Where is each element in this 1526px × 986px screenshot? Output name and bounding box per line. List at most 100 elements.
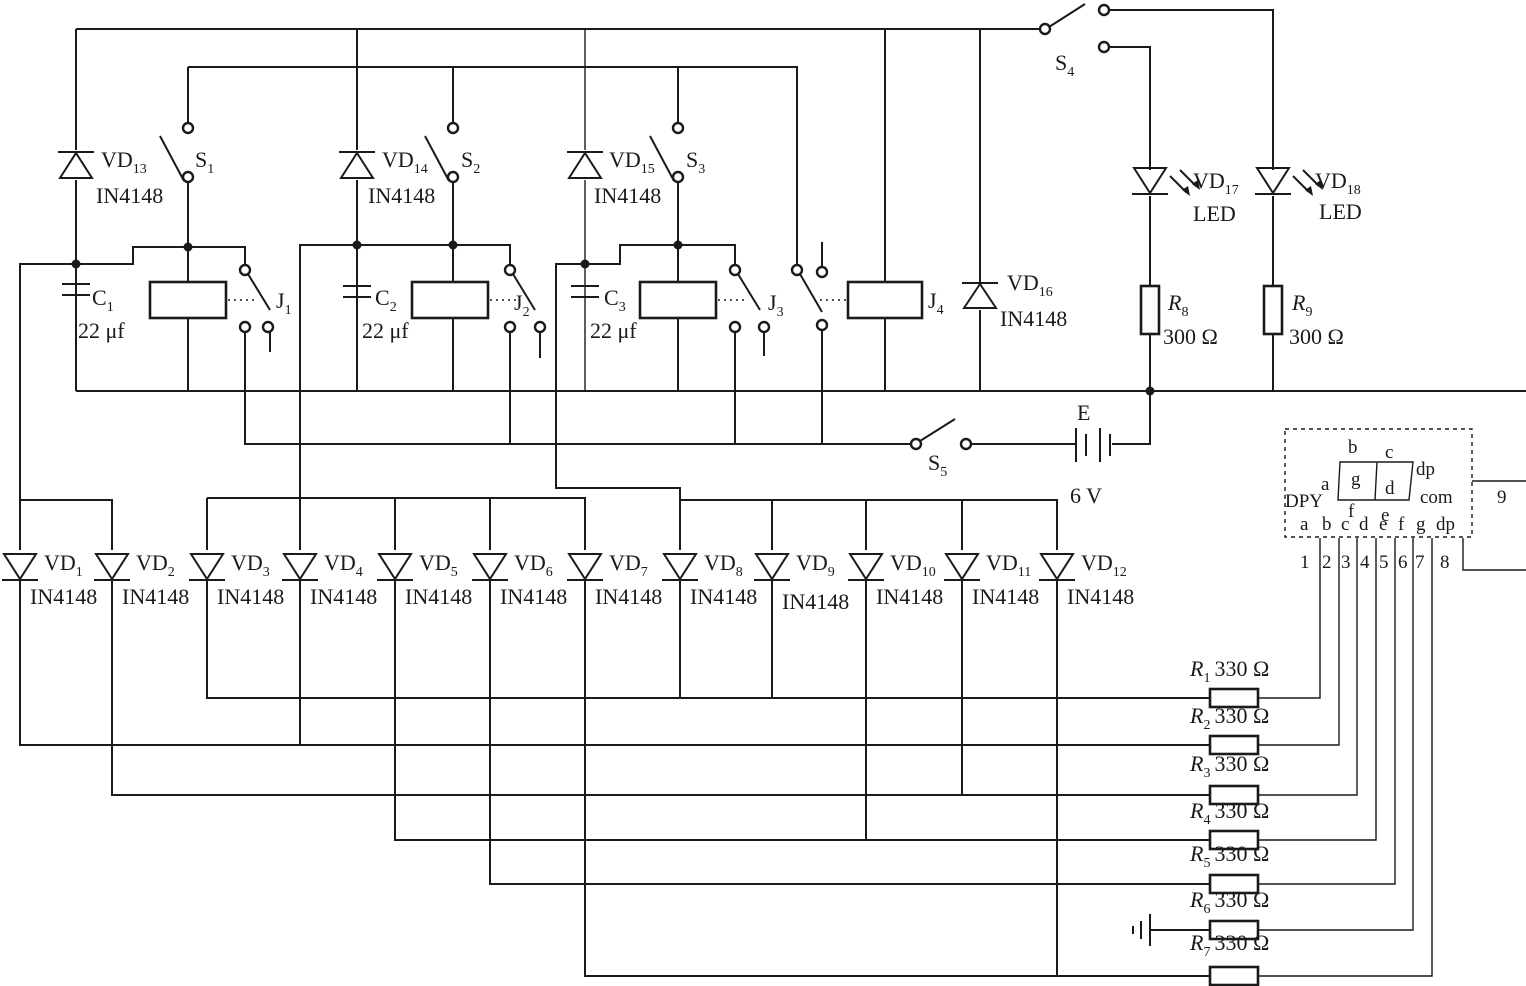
label-s4: S4: [1055, 50, 1074, 80]
part-vd4: IN4148: [310, 584, 377, 609]
junctions: [71, 240, 1155, 396]
part-vd11: IN4148: [972, 584, 1039, 609]
label-vd2: VD2: [136, 550, 175, 580]
part-vd7: IN4148: [595, 584, 662, 609]
display-pin-number: 7: [1415, 552, 1425, 573]
part-vd13: IN4148: [96, 183, 163, 208]
upper-diodes: [58, 151, 998, 309]
label-s5: S5: [928, 450, 947, 480]
label-vd18: VD18: [1315, 168, 1361, 198]
part-vd6: IN4148: [500, 584, 567, 609]
ground-icon: [1132, 914, 1151, 946]
display-pin-number: 1: [1300, 552, 1310, 573]
label-s1: S1: [195, 147, 214, 177]
label-vd7: VD7: [609, 550, 648, 580]
switches-upper: [159, 121, 685, 184]
led-resistors: [1139, 284, 1284, 336]
display-pin-number: 4: [1360, 552, 1370, 573]
label-vd13: VD13: [101, 147, 147, 177]
display-pin-number: 6: [1398, 552, 1408, 573]
label-c3: C3: [604, 285, 626, 315]
label-vd16: VD16: [1007, 270, 1053, 300]
label-vd10: VD10: [890, 550, 936, 580]
segment-resistors: [1208, 687, 1260, 986]
display-pin-letter: d: [1359, 514, 1369, 535]
display-com: com: [1420, 487, 1453, 508]
label-j3: J3: [768, 290, 784, 320]
label-vd15: VD15: [609, 147, 655, 177]
diode-vd14: [339, 151, 375, 179]
part-vd18: LED: [1319, 199, 1362, 224]
leds: [1132, 167, 1323, 196]
label-vd3: VD3: [231, 550, 270, 580]
label-vd4: VD4: [324, 550, 363, 580]
display-pin-letter: dp: [1436, 514, 1455, 535]
part-vd5: IN4148: [405, 584, 472, 609]
display-pin-number: 8: [1440, 552, 1450, 573]
display-pin-number: 3: [1341, 552, 1351, 573]
part-vd14: IN4148: [368, 183, 435, 208]
display-seg-g: g: [1351, 469, 1361, 490]
label-vd8: VD8: [704, 550, 743, 580]
display-pin-letter: a: [1300, 514, 1309, 535]
display-seg-c: c: [1385, 442, 1393, 463]
label-j4: J4: [928, 288, 944, 318]
display-pin-letter: b: [1322, 514, 1332, 535]
display-seg-d: d: [1385, 478, 1395, 499]
lower-diodes: VD1IN4148VD2IN4148VD3IN4148VD4IN4148VD5I…: [2, 550, 1134, 614]
seven-segment-display: [1284, 428, 1473, 538]
relays: [148, 242, 924, 358]
capacitors: [62, 283, 599, 298]
label-vd11: VD11: [986, 550, 1031, 580]
value-r8: 300 Ω: [1163, 324, 1218, 349]
part-vd10: IN4148: [876, 584, 943, 609]
label-vd1: VD1: [44, 550, 83, 580]
part-vd9: IN4148: [782, 589, 849, 614]
part-vd3: IN4148: [217, 584, 284, 609]
label-c2: C2: [375, 285, 397, 315]
part-vd16: IN4148: [1000, 306, 1067, 331]
part-vd1: IN4148: [30, 584, 97, 609]
switch-s4: [1038, 3, 1111, 54]
display-pin-number: 2: [1322, 552, 1332, 573]
display-seg-dp: dp: [1416, 459, 1435, 480]
label-vd9: VD9: [796, 550, 835, 580]
display-pin-number: 5: [1379, 552, 1389, 573]
part-vd8: IN4148: [690, 584, 757, 609]
label-c1: C1: [92, 285, 114, 315]
display-com-pin: 9: [1497, 487, 1507, 508]
label-s3: S3: [686, 147, 705, 177]
labels: VD13 IN4148 VD14 IN4148 VD15 IN4148 VD16…: [78, 50, 1507, 960]
label-vd14: VD14: [382, 147, 428, 177]
display-seg-e: e: [1381, 505, 1389, 526]
switch-s5-battery: [909, 418, 1111, 462]
diode-vd13: [58, 151, 94, 179]
label-battery: E: [1077, 400, 1090, 425]
label-r9: R9: [1291, 290, 1312, 320]
display-pin-letter: f: [1398, 514, 1405, 535]
display-name: DPY: [1285, 491, 1323, 512]
label-j1: J1: [276, 288, 292, 318]
diode-vd16: [962, 282, 998, 309]
part-vd17: LED: [1193, 201, 1236, 226]
label-vd17: VD17: [1193, 168, 1239, 198]
label-j2: J2: [514, 290, 530, 320]
label-s2: S2: [461, 147, 480, 177]
label-vd6: VD6: [514, 550, 553, 580]
